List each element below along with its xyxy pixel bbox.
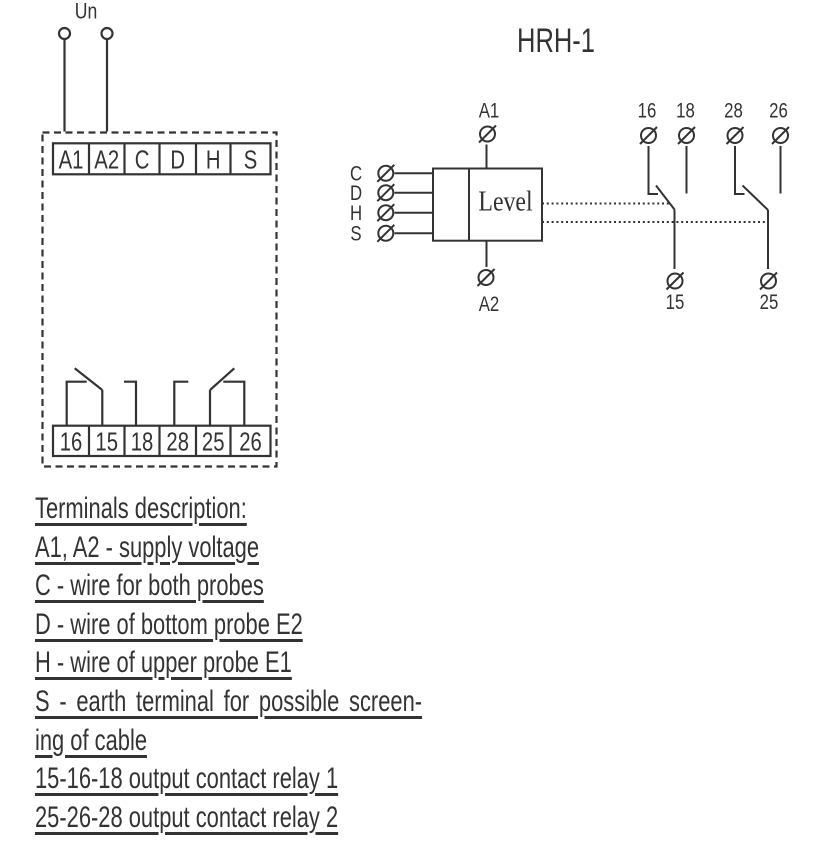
terminal-circle-26 [771,126,790,145]
schematic-label-25: 25 [760,291,779,314]
schematic-label-18: 18 [676,100,695,123]
description-line: 25-26-28 output contact relay 2 [35,800,339,834]
schematic-relay2-contact: 28 26 25 [724,100,790,315]
supply-wire-terminal-dot [57,26,72,41]
terminal-circle-d [376,183,396,203]
description-line: ing of cable [35,723,148,757]
terminal-circle-c [376,163,396,183]
description-line: C - wire for both probes [35,569,264,603]
svg-text:Un: Un [75,0,97,24]
schematic-label-c: C [350,163,362,186]
description-line: A1, A2 - supply voltage [35,530,260,564]
description-line: D - wire of bottom probe E2 [35,607,303,641]
svg-text:Level: Level [478,186,532,217]
description-line: 15-16-18 output contact relay 1 [35,762,339,796]
terminal-circle-25 [759,271,778,291]
description-line: S - earth terminal for possible screen- [35,684,423,718]
bottom-terminal-labels: 16 15 18 28 25 26 [60,427,262,456]
schematic-label-h: H [350,202,362,225]
top-terminal-labels: A1 A2 C D H S [59,145,258,174]
terminal-label-a1: A1 [59,145,84,174]
terminal-label-c: C [135,145,150,174]
terminal-circle-16 [639,126,658,145]
terminal-label-18: 18 [131,427,154,456]
terminal-circle-18 [677,126,696,145]
schematic-label-d: D [350,182,362,205]
probe-inputs: C D H S [350,163,433,246]
relay2-blade [741,184,769,211]
top-terminal-strip [51,142,272,176]
schematic-label-s: S [350,223,361,246]
schematic-label-a2: A2 [479,293,500,316]
terminal-label-26: 26 [239,427,262,456]
schematic-relay1-contact: 16 18 15 [638,100,696,315]
terminal-label-28: 28 [166,427,189,456]
schematic-label-15: 15 [666,291,685,314]
device-outline-dashed-box [41,131,278,468]
relay1-contact-blade [74,367,103,391]
schematic-label-26: 26 [769,100,788,123]
diagram-canvas: Un A1 A2 C D H S [41,0,790,468]
schematic-label-28: 28 [724,100,743,123]
terminal-circle-s [376,223,396,243]
terminal-circle-28 [725,126,745,145]
terminal-label-25: 25 [202,427,225,456]
relay1-contact-symbol [65,367,138,426]
terminals-description: Terminals description: A1, A2 - supply v… [35,490,422,837]
schematic-label-a1: A1 [479,100,500,123]
terminal-label-d: D [170,145,185,174]
terminal-circle-h [376,203,396,223]
terminal-label-a2: A2 [94,145,119,174]
schematic-diagram: HRH-1 A1 Level A2 C D H S [350,23,790,317]
supply-voltage-label: Un [75,0,97,24]
terminal-label-16: 16 [60,427,83,456]
description-line: H - wire of upper probe E1 [35,646,292,680]
terminal-label-h: H [206,145,221,174]
terminal-circle-15 [665,271,685,291]
svg-text:HRH-1: HRH-1 [517,23,595,60]
description-heading: Terminals description: [35,492,247,525]
relay1-blade [655,184,676,211]
terminal-label-15: 15 [95,427,118,456]
supply-wire-terminal-dot [100,26,114,41]
terminal-circle-a1 [478,124,497,144]
schematic-title: HRH-1 [517,23,595,60]
schematic-label-16: 16 [638,100,657,123]
device-panel-diagram: Un A1 A2 C D H S [41,0,278,468]
terminal-label-s: S [244,145,258,174]
relay2-contact-blade [209,367,236,391]
function-label: Level [478,186,532,217]
relay2-contact-symbol [173,367,246,426]
bottom-terminal-strip [51,424,272,458]
terminal-circle-a2 [476,268,496,287]
